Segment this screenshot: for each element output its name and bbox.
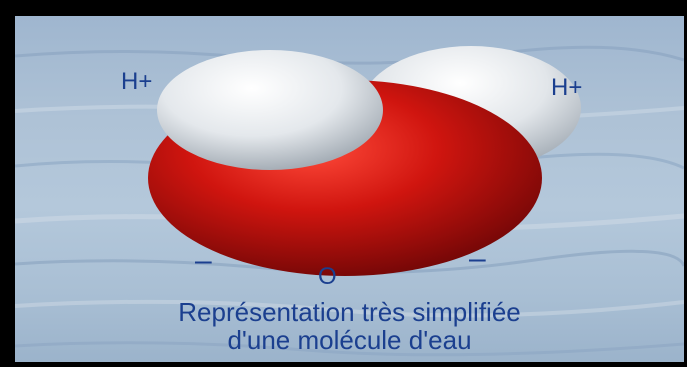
water-molecule-scene: H+ H+ – – O Représentation très simplifi… (15, 16, 684, 362)
hydrogen-atom-left (157, 50, 383, 170)
caption-line-2: d'une molécule d'eau (227, 325, 472, 355)
negative-charge-left-label: – (195, 244, 212, 277)
hydrogen-left-label: H+ (121, 68, 153, 95)
negative-charge-right-label: – (469, 242, 486, 275)
oxygen-label: O (318, 263, 337, 290)
hydrogen-right-label: H+ (551, 74, 583, 101)
molecule-illustration (15, 45, 684, 357)
caption-line-1: Représentation très simplifiée (178, 297, 521, 327)
